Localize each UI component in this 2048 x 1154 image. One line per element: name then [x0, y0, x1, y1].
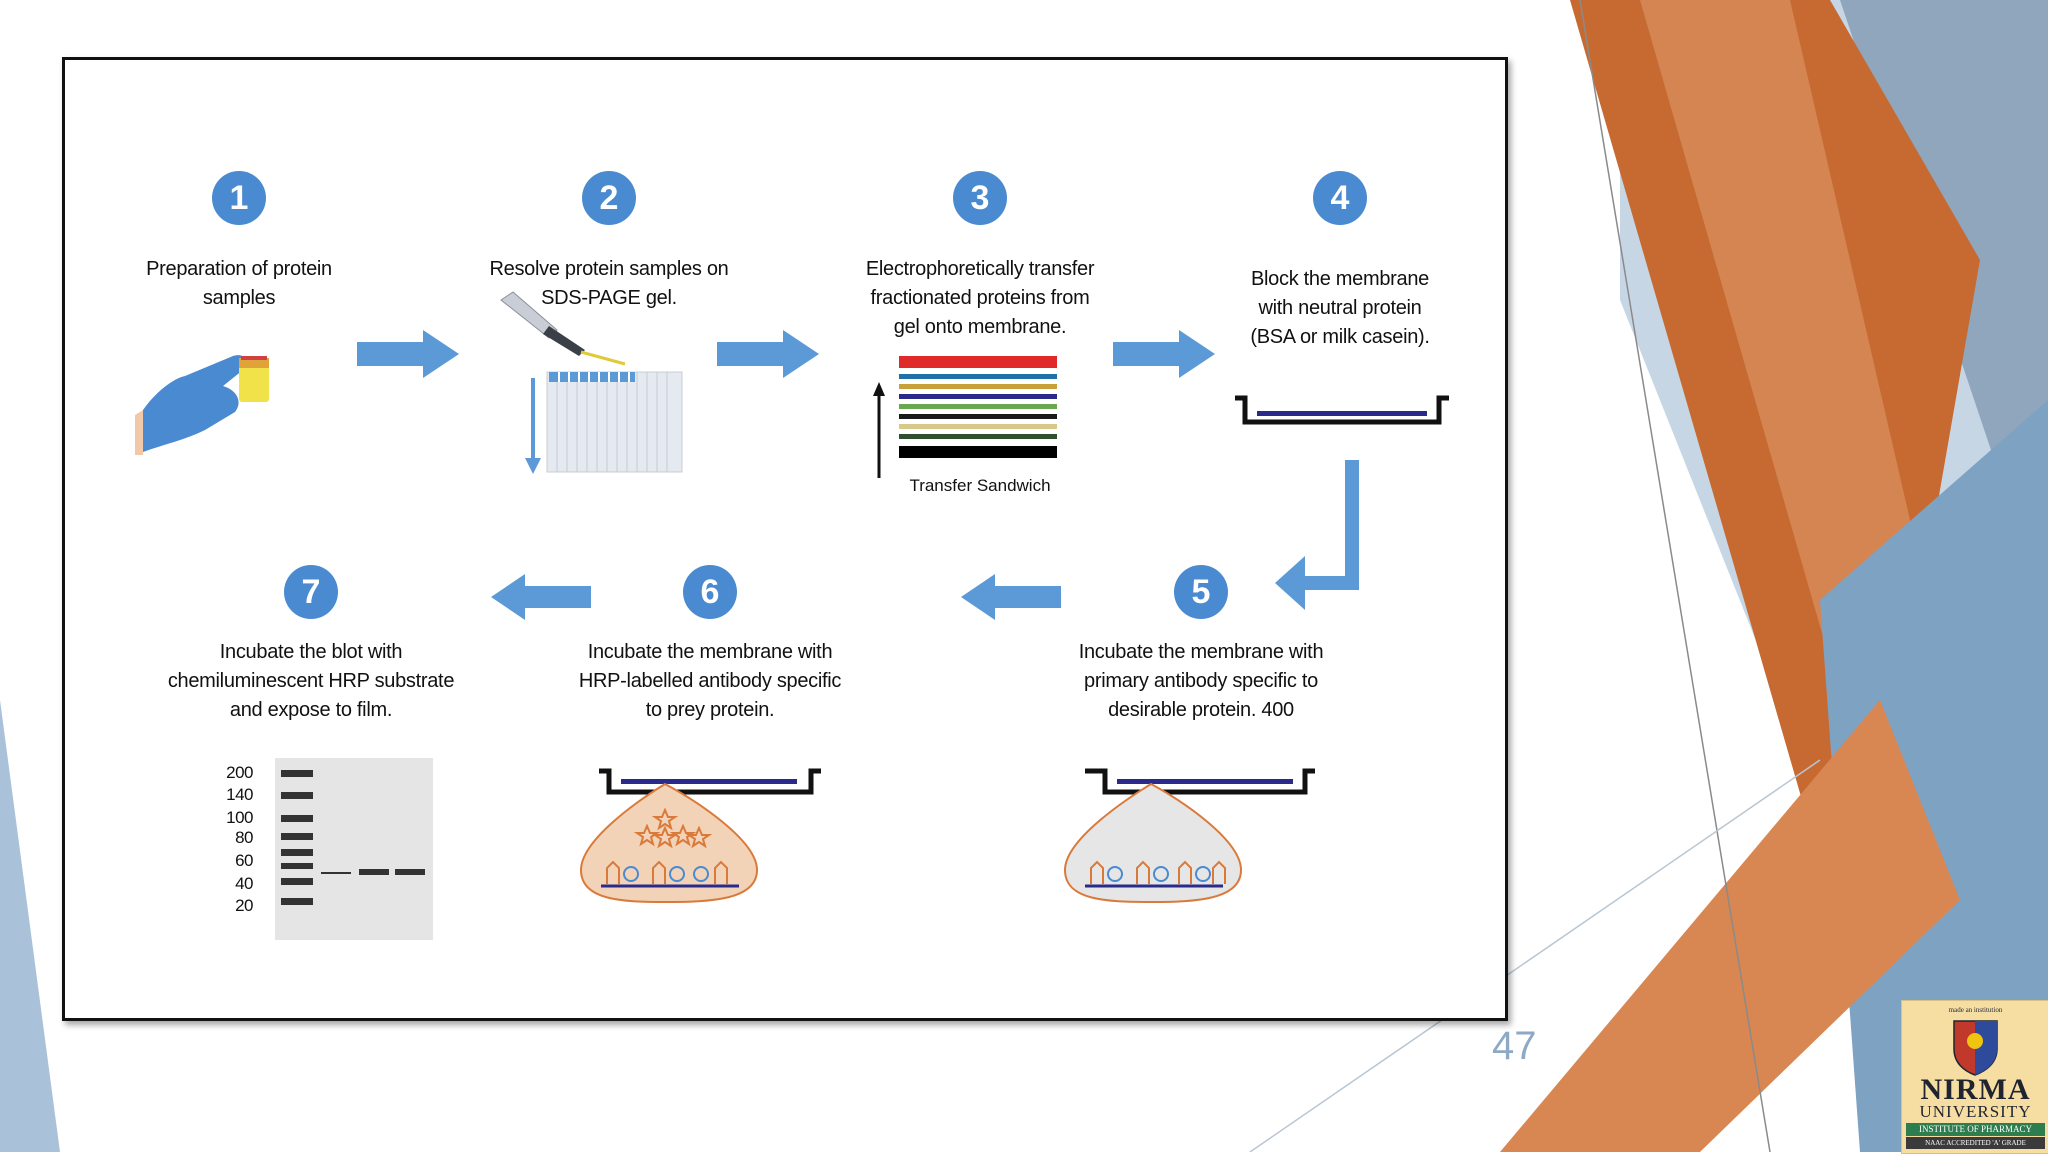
step-4-text: Block the membrane with neutral protein … [1250, 268, 1430, 348]
logo-crest-icon [1953, 1020, 1998, 1076]
marker-band-200 [281, 770, 313, 777]
step-7-text: Incubate the blot with chemiluminescent … [167, 641, 455, 721]
logo-strip-primary: INSTITUTE OF PHARMACY [1906, 1123, 2045, 1136]
step-7-number: 7 [284, 565, 338, 619]
sandwich-layer-1 [899, 374, 1057, 379]
sandwich-layer-7 [899, 434, 1057, 439]
marker-label-80: 80 [235, 828, 253, 847]
step-3-number: 3 [953, 171, 1007, 225]
flow-arrow-5-6 [961, 574, 1061, 620]
logo-subname: UNIVERSITY [1919, 1102, 2032, 1121]
sandwich-layer-2 [899, 384, 1057, 389]
left-blue-shape [0, 700, 60, 1152]
logo-name: NIRMA [1920, 1073, 2031, 1106]
bg-thin-line-2 [1249, 759, 1821, 1152]
step-3-text: Electrophoretically transfer fractionate… [865, 258, 1095, 338]
flow-arrow-2-3 [717, 330, 819, 378]
step-1-text: Preparation of protein samples [146, 258, 332, 309]
step-6-text: Incubate the membrane with HRP-labelled … [578, 641, 842, 721]
sandwich-layer-3 [899, 394, 1057, 399]
hrp-star-icons [633, 807, 713, 849]
marker-band-40 [281, 878, 313, 885]
marker-band-20 [281, 898, 313, 905]
flow-arrow-3-4 [1113, 330, 1215, 378]
flow-arrow-4-5 [1275, 460, 1359, 610]
step-4-number: 4 [1313, 171, 1367, 225]
step-2-number: 2 [582, 171, 636, 225]
nirma-university-logo: made an institution NIRMA UNIVERSITY INS… [1901, 1000, 2048, 1154]
pipette-gel-icon [500, 291, 683, 474]
slide-page-number: 47 [1492, 1024, 1537, 1068]
film-blot-icon [275, 758, 433, 940]
step-1-number: 1 [212, 171, 266, 225]
sample-band-2 [359, 869, 389, 875]
marker-band-80 [281, 833, 313, 840]
marker-label-60: 60 [235, 851, 253, 870]
sandwich-layer-4 [899, 404, 1057, 409]
step-5-text: Incubate the membrane with primary antib… [1078, 641, 1324, 721]
marker-band-60 [281, 849, 313, 856]
western-blot-figure: 1 2 3 4 5 6 7 Preparation of protein sam… [62, 57, 1508, 1021]
transfer-sandwich-label: Transfer Sandwich [909, 476, 1051, 495]
marker-band-100 [281, 815, 313, 822]
marker-label-140: 140 [226, 785, 253, 804]
diagram-graphics [135, 291, 1449, 940]
transfer-sandwich-icon [873, 356, 1057, 478]
primary-antibody-tray-icon [1063, 768, 1315, 904]
flow-arrow-6-7 [491, 574, 591, 620]
sample-band-3 [395, 869, 425, 875]
marker-label-40: 40 [235, 874, 253, 893]
sandwich-layer-8 [899, 446, 1057, 458]
flow-arrow-1-2 [357, 330, 459, 378]
sandwich-layer-5 [899, 414, 1057, 419]
marker-label-100: 100 [226, 808, 253, 827]
right-orange-lower [1500, 700, 1960, 1152]
logo-strip-secondary: NAAC ACCREDITED 'A' GRADE [1906, 1137, 2045, 1149]
sandwich-layer-0 [899, 356, 1057, 368]
marker-label-20: 20 [235, 896, 253, 915]
step-6-number: 6 [683, 565, 737, 619]
sample-band-1 [321, 872, 351, 874]
glove-hand-icon [135, 355, 269, 455]
bg-thin-line [1579, 0, 1771, 1152]
blocking-tray-icon [1235, 395, 1449, 425]
step-2-text: Resolve protein samples on SDS-PAGE gel. [489, 258, 729, 309]
sandwich-layer-6 [899, 424, 1057, 429]
marker-label-200: 200 [226, 763, 253, 782]
secondary-antibody-tray-icon [579, 768, 821, 904]
step-5-number: 5 [1174, 565, 1228, 619]
logo-tagline: made an institution [1948, 1006, 2003, 1014]
marker-band-140 [281, 792, 313, 799]
